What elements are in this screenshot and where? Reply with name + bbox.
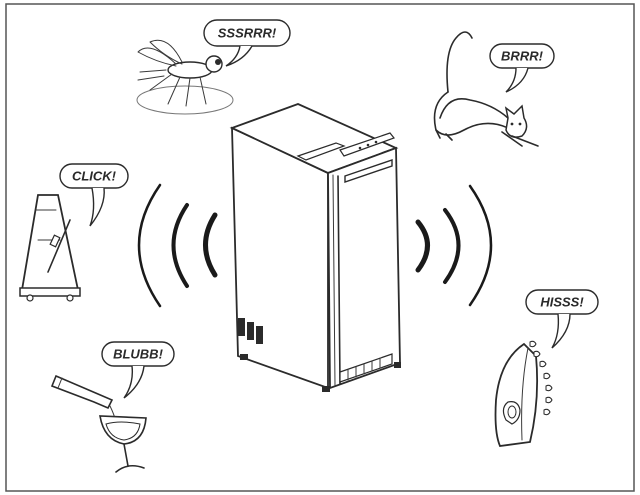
bubble-brrr: BRRR! (489, 43, 555, 93)
cat-illustration (433, 31, 539, 147)
bubble-hisss: HISSS! (525, 289, 599, 349)
steam-drops (529, 340, 553, 416)
label-click: CLICK! (72, 168, 117, 183)
label-sssrrr: SSSRRR! (218, 25, 277, 40)
label-blubb: BLUBB! (113, 346, 163, 361)
steam-iron-illustration (494, 340, 553, 447)
wine-pour-illustration (50, 374, 147, 473)
sound-waves-right (415, 184, 493, 307)
sound-waves-left (137, 183, 218, 308)
diagram-frame (5, 3, 635, 492)
fly-illustration (136, 39, 234, 115)
bubble-sssrrr: SSSRRR! (203, 19, 291, 67)
bubble-blubb: BLUBB! (101, 341, 175, 399)
wine-cooler-appliance (229, 103, 401, 392)
label-brrr: BRRR! (501, 48, 544, 63)
label-hisss: HISSS! (540, 294, 584, 309)
metronome-illustration (19, 194, 81, 302)
bubble-click: CLICK! (59, 163, 129, 227)
